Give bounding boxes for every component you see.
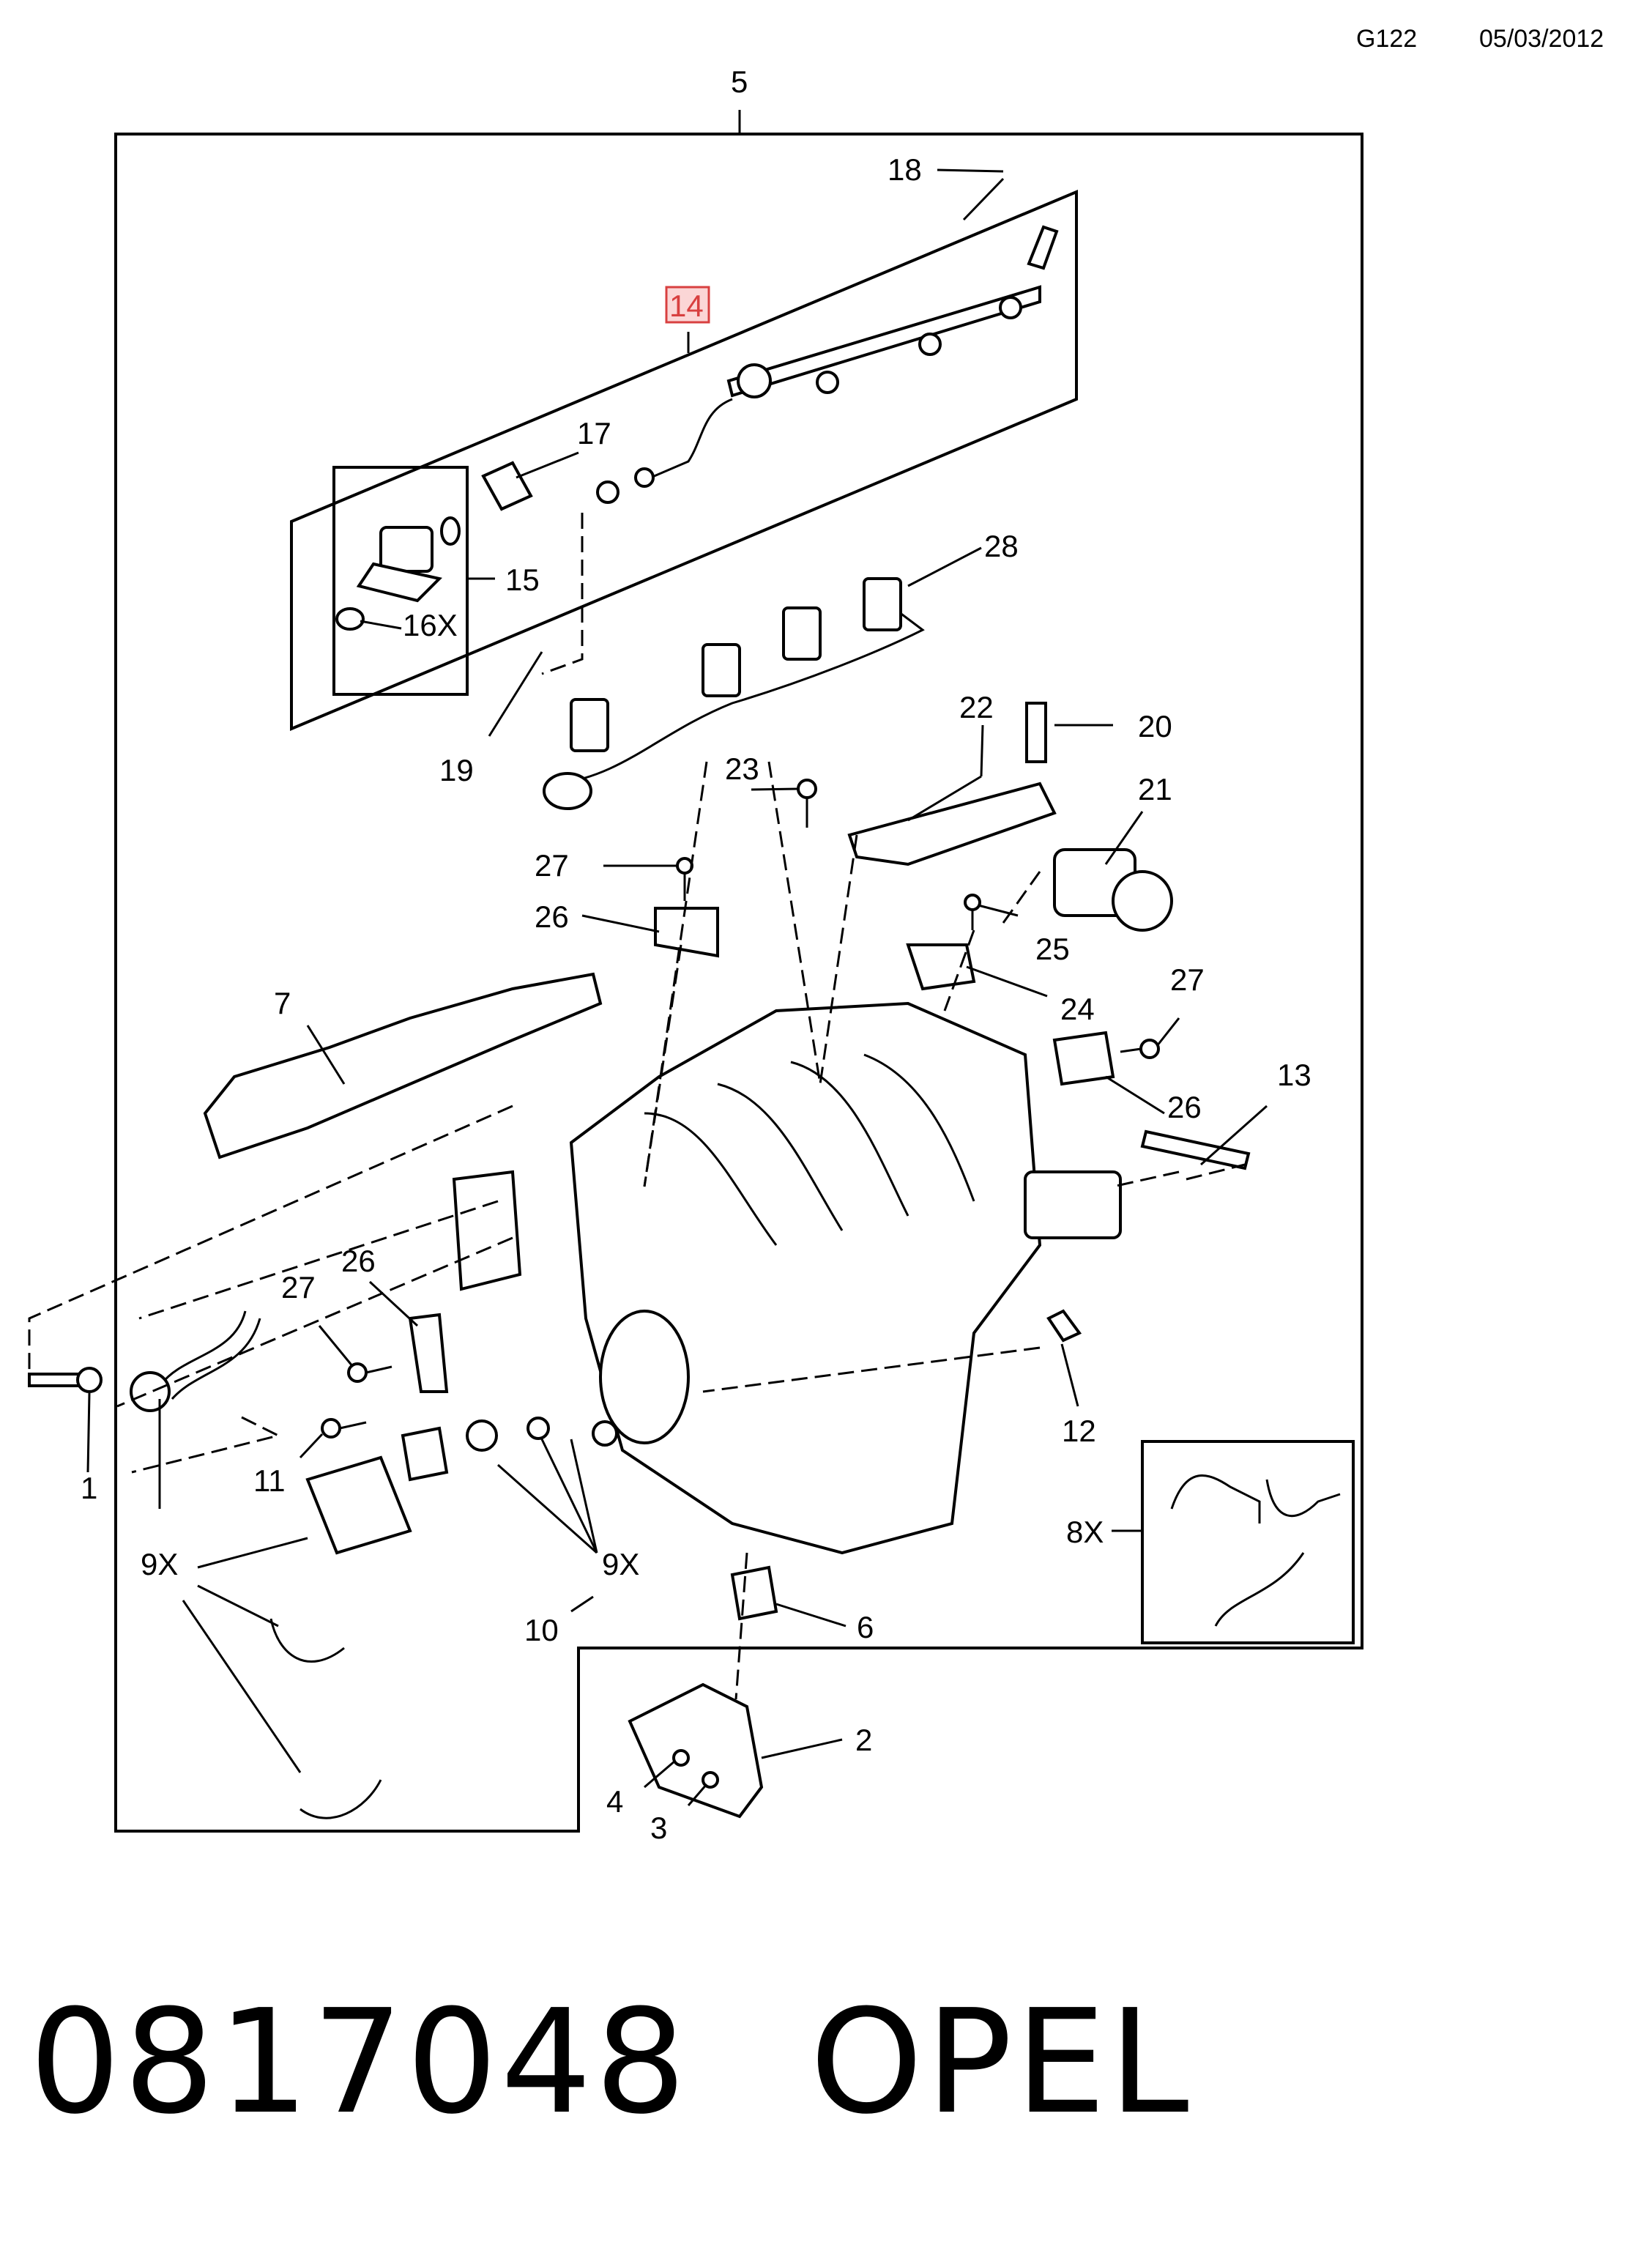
callout-13: 13	[1277, 1058, 1311, 1092]
callout-3: 3	[650, 1811, 667, 1845]
callout-25: 25	[1035, 932, 1070, 966]
bolt-27-right	[1120, 1039, 1160, 1059]
callout-8x: 8X	[1066, 1515, 1104, 1549]
callout-7: 7	[274, 986, 291, 1020]
bolt-23	[797, 779, 817, 828]
gasket-13	[1140, 1129, 1251, 1170]
callout-19: 19	[439, 753, 474, 787]
map-sensor	[906, 943, 976, 991]
callout-22: 22	[959, 690, 994, 724]
mount-bracket-2	[628, 1682, 764, 1819]
callout-1: 1	[81, 1471, 97, 1505]
bolt-25	[964, 894, 981, 930]
callout-23: 23	[725, 751, 759, 786]
bracket-26-upper	[654, 907, 719, 958]
wiring-bracket	[847, 782, 1057, 866]
bolt-11	[321, 1418, 367, 1439]
callout-5: 5	[731, 64, 748, 99]
callout-14: 14	[669, 289, 704, 323]
callout-20: 20	[1138, 709, 1172, 743]
throttle-adapter	[452, 1170, 522, 1291]
callout-9x-left: 9X	[141, 1547, 178, 1581]
assembly-frame	[114, 133, 1363, 1833]
callout-4: 4	[606, 1784, 623, 1819]
fuel-rail	[596, 225, 1059, 504]
callout-26c: 26	[341, 1244, 376, 1278]
mount-6	[730, 1565, 778, 1621]
bracket-26-lower	[408, 1313, 449, 1393]
hose-set-box	[1141, 1440, 1355, 1644]
leader-lines	[86, 168, 1268, 1806]
callout-26b: 26	[1167, 1090, 1202, 1124]
callout-18: 18	[888, 152, 922, 187]
callout-24: 24	[1060, 992, 1095, 1026]
retainer-clip	[481, 461, 533, 511]
temperature-sensor	[1025, 702, 1047, 763]
callout-12: 12	[1062, 1414, 1096, 1448]
callout-10: 10	[524, 1613, 559, 1647]
intake-manifold	[569, 1001, 1122, 1555]
injector-box	[332, 466, 469, 696]
callout-15: 15	[505, 563, 540, 597]
bracket-26-right	[1052, 1031, 1115, 1086]
manifold-gasket	[203, 972, 603, 1159]
callout-labels: 5 18 14 17 15 16X 28 19 22 20 23 21 27 2…	[81, 64, 1311, 1845]
brand-name: OPEL	[810, 1979, 1192, 2146]
part-number: 0817048	[29, 1979, 689, 2146]
exploded-parts-diagram: 5 18 14 17 15 16X 28 19 22 20 23 21 27 2…	[28, 64, 1363, 1845]
callout-9x-right: 9X	[602, 1547, 639, 1581]
fuel-rail-box	[290, 189, 1078, 732]
callout-21: 21	[1138, 772, 1172, 806]
callout-16x: 16X	[403, 608, 458, 642]
callout-17: 17	[577, 416, 611, 450]
pressure-regulator	[1053, 848, 1173, 932]
fittings-9x	[466, 1417, 618, 1452]
injector-wiring-harness	[543, 577, 925, 810]
callout-14-highlight	[665, 286, 710, 324]
diagram-date: 05/03/2012	[1479, 25, 1604, 53]
callout-28: 28	[984, 529, 1019, 563]
diagram-code: G122	[1356, 25, 1418, 53]
vacuum-hose-left	[155, 1315, 256, 1397]
bolt-1	[28, 1367, 103, 1393]
bolt-27-lower	[347, 1362, 392, 1383]
callout-27a: 27	[535, 848, 569, 883]
callout-27c: 27	[281, 1270, 316, 1304]
bolt-3	[702, 1771, 719, 1789]
fuel-injector	[335, 516, 461, 631]
callout-26a: 26	[535, 899, 569, 934]
callout-2: 2	[855, 1723, 872, 1757]
callout-27b: 27	[1170, 962, 1205, 997]
clip-12	[1046, 1309, 1082, 1343]
purge-valve	[305, 1426, 449, 1555]
callout-11: 11	[253, 1463, 286, 1498]
bolt-4	[672, 1749, 690, 1767]
callout-6: 6	[857, 1610, 874, 1644]
